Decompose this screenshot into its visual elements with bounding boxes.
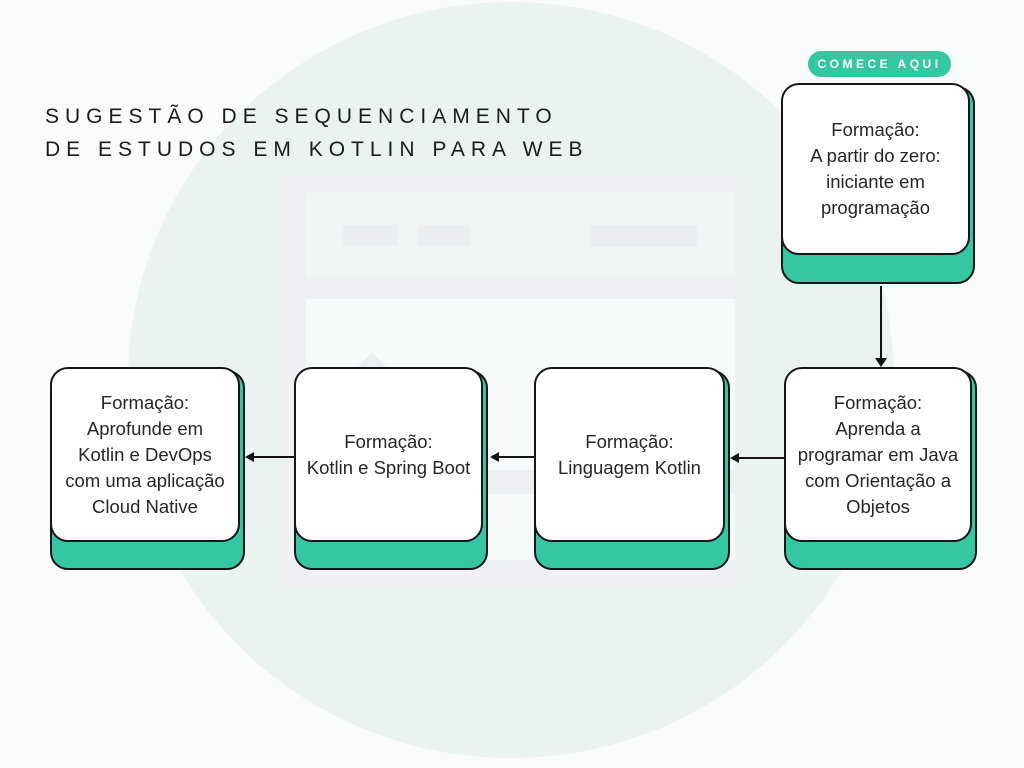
card-body: Formação: Aprofunde em Kotlin e DevOps c… bbox=[50, 367, 240, 542]
card-formacao-kotlin-devops: Formação: Aprofunde em Kotlin e DevOps c… bbox=[50, 367, 245, 570]
mockup-nav-placeholder bbox=[343, 225, 397, 246]
mockup-nav-placeholder bbox=[418, 225, 470, 246]
card-body: Formação: Kotlin e Spring Boot bbox=[294, 367, 483, 542]
card-text: Formação: Aprofunde em Kotlin e DevOps c… bbox=[65, 391, 225, 517]
arrow-left-icon bbox=[730, 453, 739, 463]
arrow-left-icon bbox=[245, 452, 254, 462]
card-formacao-kotlin-spring-boot: Formação: Kotlin e Spring Boot bbox=[294, 367, 488, 570]
start-here-badge-label: COMECE AQUI bbox=[817, 57, 942, 71]
arrow-left-line bbox=[253, 456, 294, 458]
card-formacao-java-oo: Formação: Aprenda a programar em Java co… bbox=[784, 367, 977, 570]
card-formacao-iniciante: Formação: A partir do zero: iniciante em… bbox=[781, 83, 975, 284]
arrow-left-line bbox=[738, 457, 785, 459]
start-here-badge: COMECE AQUI bbox=[808, 51, 951, 77]
browser-mockup-header bbox=[306, 193, 735, 277]
arrow-left-icon bbox=[490, 452, 499, 462]
mockup-nav-placeholder bbox=[590, 225, 697, 247]
card-text: Formação: Linguagem Kotlin bbox=[558, 430, 701, 478]
card-formacao-linguagem-kotlin: Formação: Linguagem Kotlin bbox=[534, 367, 730, 570]
card-body: Formação: Aprenda a programar em Java co… bbox=[784, 367, 972, 542]
arrow-down-icon bbox=[875, 358, 887, 367]
arrow-left-line bbox=[498, 456, 534, 458]
card-body: Formação: A partir do zero: iniciante em… bbox=[781, 83, 970, 255]
card-body: Formação: Linguagem Kotlin bbox=[534, 367, 725, 542]
page-title-line1: SUGESTÃO DE SEQUENCIAMENTO bbox=[45, 105, 558, 128]
card-text: Formação: Aprenda a programar em Java co… bbox=[797, 391, 959, 517]
page-title-line2: DE ESTUDOS EM KOTLIN PARA WEB bbox=[45, 138, 589, 161]
card-text: Formação: A partir do zero: iniciante em… bbox=[810, 119, 941, 218]
arrow-down-line bbox=[880, 286, 882, 359]
card-text: Formação: Kotlin e Spring Boot bbox=[306, 430, 471, 478]
page-title: SUGESTÃO DE SEQUENCIAMENTO DE ESTUDOS EM… bbox=[45, 100, 589, 166]
